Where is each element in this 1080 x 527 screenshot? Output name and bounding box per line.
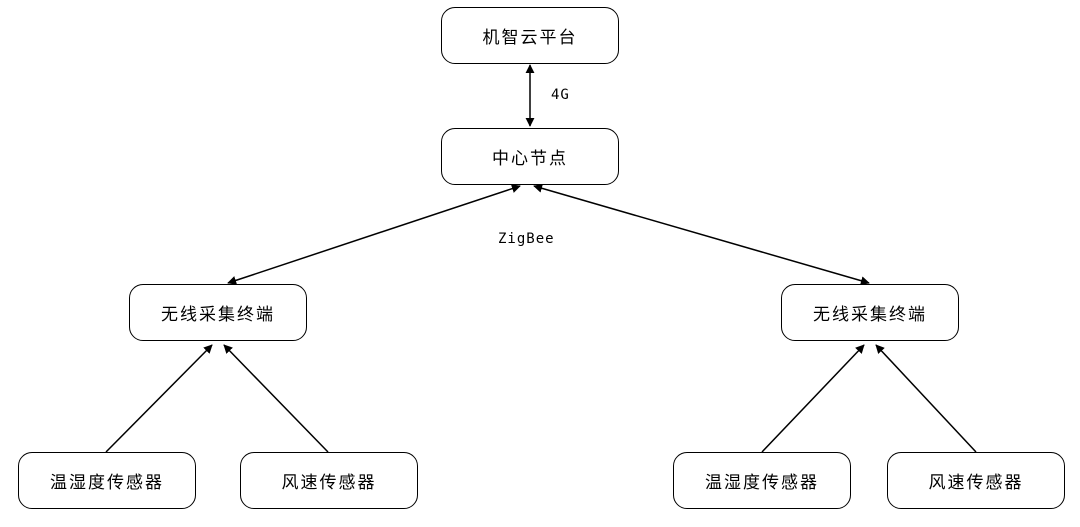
left-wind-speed-connector [223, 344, 329, 453]
wind-speed-sensor-right-node: 风速传感器 [887, 452, 1065, 509]
wireless-terminal-left-node: 无线采集终端 [129, 284, 307, 341]
wireless-terminal-right-node: 无线采集终端 [781, 284, 959, 341]
zigbee-link-label: ZigBee [498, 231, 555, 247]
temp-humidity-sensor-left-node: 温湿度传感器 [18, 452, 196, 509]
temp-humidity-sensor-right-node: 温湿度传感器 [673, 452, 851, 509]
wind-speed-sensor-left-node: 风速传感器 [240, 452, 418, 509]
central-left-terminal-connector [227, 184, 521, 285]
right-temp-humidity-connector [761, 344, 865, 453]
cloud-link-label: 4G [551, 87, 570, 103]
central-node: 中心节点 [441, 128, 619, 185]
central-right-terminal-connector [533, 183, 870, 286]
left-temp-humidity-connector [105, 344, 213, 453]
cloud-platform-node: 机智云平台 [441, 7, 619, 64]
right-wind-speed-connector [875, 344, 977, 453]
